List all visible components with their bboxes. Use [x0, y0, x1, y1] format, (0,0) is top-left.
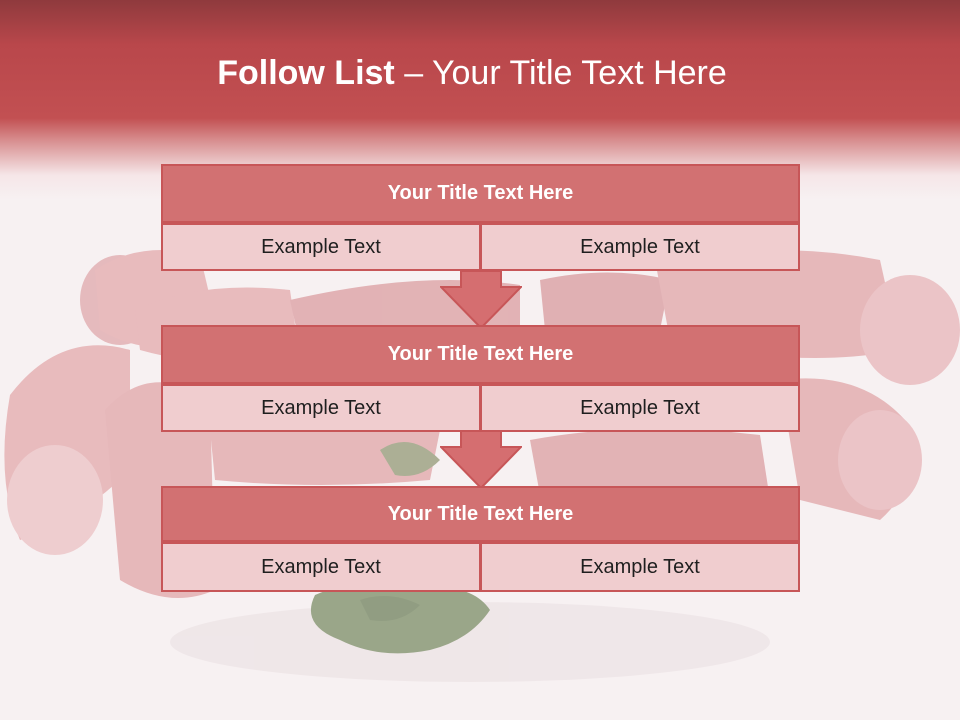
slide-title-bold: Follow List	[217, 54, 395, 92]
step-3-right-cell: Example Text	[480, 542, 800, 592]
step-2-title: Your Title Text Here	[161, 325, 800, 384]
step-1-left-cell: Example Text	[161, 223, 481, 271]
step-arrow-2-icon	[440, 431, 522, 489]
step-1-right-cell: Example Text	[480, 223, 800, 271]
step-2-right-cell: Example Text	[480, 384, 800, 432]
step-arrow-1-icon	[440, 271, 522, 329]
step-3-left-cell: Example Text	[161, 542, 481, 592]
slide-title: Follow List – Your Title Text Here	[0, 54, 944, 93]
step-2-left-cell: Example Text	[161, 384, 481, 432]
slide-title-rest: – Your Title Text Here	[394, 54, 727, 92]
step-1-title: Your Title Text Here	[161, 164, 800, 223]
step-3-title: Your Title Text Here	[161, 486, 800, 542]
